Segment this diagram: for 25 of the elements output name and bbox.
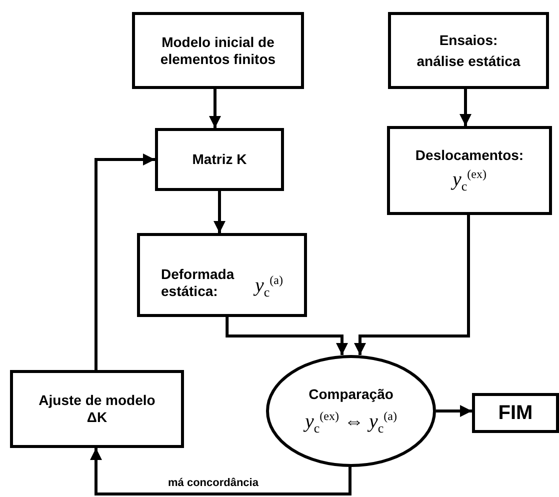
node-label: FIM: [498, 401, 533, 425]
arrow: [90, 448, 352, 496]
process-box: [132, 12, 304, 89]
edge-label: má concordância: [168, 477, 258, 489]
arrow: [460, 89, 472, 126]
process-box: [137, 233, 307, 317]
arrow: [209, 89, 221, 128]
process-box: [155, 128, 284, 191]
process-box: [10, 370, 184, 448]
arrow: [214, 191, 226, 233]
node-label: Matriz K: [192, 151, 247, 168]
process-box: [387, 126, 552, 215]
arrow: [436, 405, 472, 417]
node-label: Deslocamentos:: [415, 147, 524, 164]
node-label: análise estática: [416, 52, 520, 70]
node-label: Comparação: [308, 386, 394, 402]
process-box: [388, 12, 549, 89]
arrow: [94, 154, 155, 370]
node-label: Ajuste de modelo ΔK: [38, 392, 156, 426]
node-label: Modelo inicial de elementos finitos: [159, 34, 277, 68]
node-label: Deformada estática:: [161, 266, 236, 300]
node-label: Ensaios:: [439, 32, 498, 48]
arrow: [354, 215, 470, 355]
terminal-box: [472, 393, 559, 433]
arrow: [226, 317, 348, 355]
